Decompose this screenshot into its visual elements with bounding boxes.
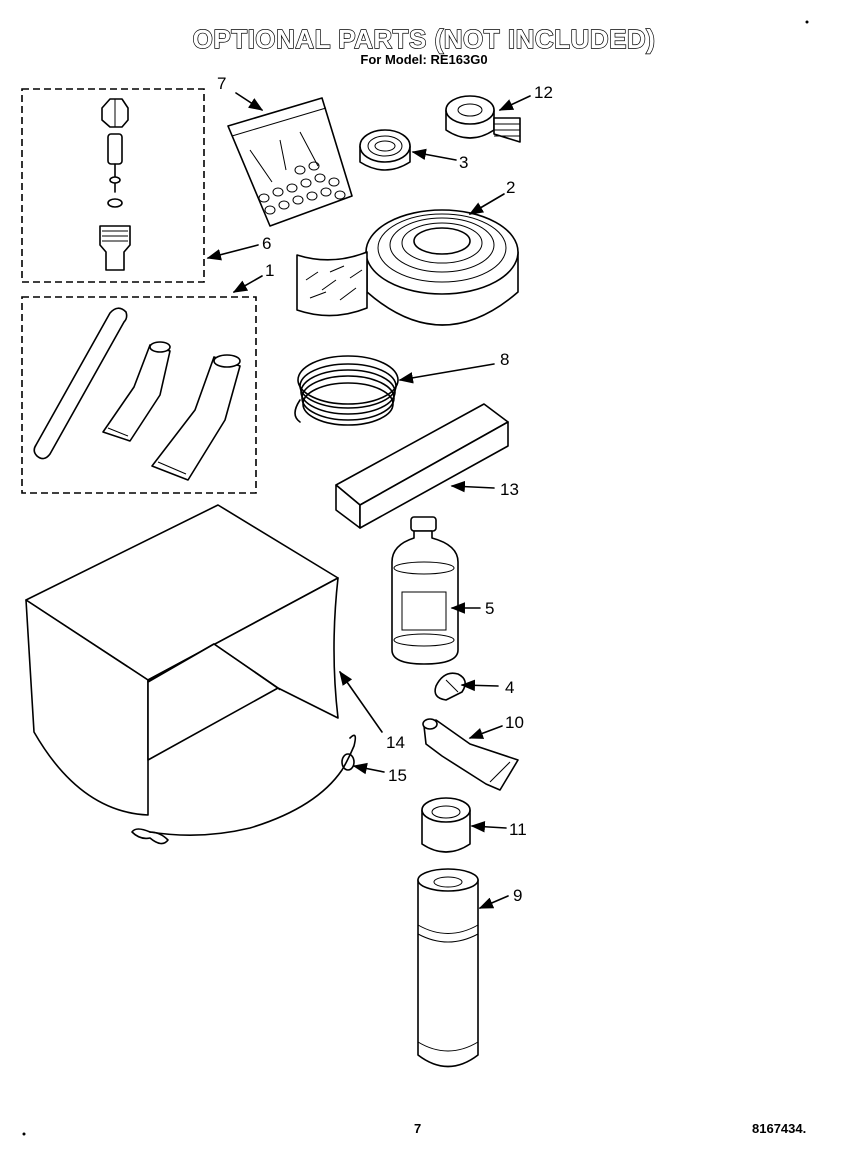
- callout-9: 9: [513, 886, 522, 905]
- part-13-foam-strip: [335, 403, 509, 529]
- part-2-insulation-roll: [296, 209, 519, 326]
- part-5-bottle: [391, 516, 459, 665]
- part-6-fitting-assembly: [21, 88, 205, 283]
- page-title: OPTIONAL PARTS (NOT INCLUDED): [192, 23, 656, 54]
- callout-1: 1: [265, 261, 274, 280]
- callout-11: 11: [509, 820, 527, 839]
- corner-mark: [22, 1132, 26, 1136]
- document-number: 8167434.: [752, 1121, 807, 1136]
- part-3-small-tape-roll: [359, 129, 411, 171]
- callout-5: 5: [485, 599, 494, 618]
- callout-7: 7: [217, 74, 226, 93]
- callout-13: 13: [500, 480, 519, 499]
- part-12-tape-roll: [445, 95, 521, 143]
- callout-2: 2: [506, 178, 515, 197]
- callout-10: 10: [505, 713, 524, 732]
- part-15-cord: [131, 734, 357, 845]
- callout-14: 14: [386, 733, 405, 752]
- part-11-cylinder: [421, 797, 471, 853]
- callout-3: 3: [459, 153, 468, 172]
- callout-15: 15: [388, 766, 407, 785]
- callout-6: 6: [262, 234, 271, 253]
- page-number: 7: [414, 1121, 422, 1136]
- callout-8: 8: [500, 350, 509, 369]
- corner-mark: [805, 20, 809, 24]
- part-10-small-tube: [422, 718, 519, 791]
- callout-4: 4: [505, 678, 514, 697]
- part-7-hardware-bag: [227, 97, 353, 227]
- part-8-coil: [294, 355, 399, 426]
- part-4-capsule: [434, 672, 466, 701]
- part-1-tube-kit: [21, 296, 257, 494]
- part-9-spray-can: [417, 868, 479, 1068]
- model-subtitle: For Model: RE163G0: [360, 52, 488, 67]
- callout-12: 12: [534, 83, 553, 102]
- part-14-cover: [25, 504, 339, 816]
- leader-arrows: [206, 92, 531, 909]
